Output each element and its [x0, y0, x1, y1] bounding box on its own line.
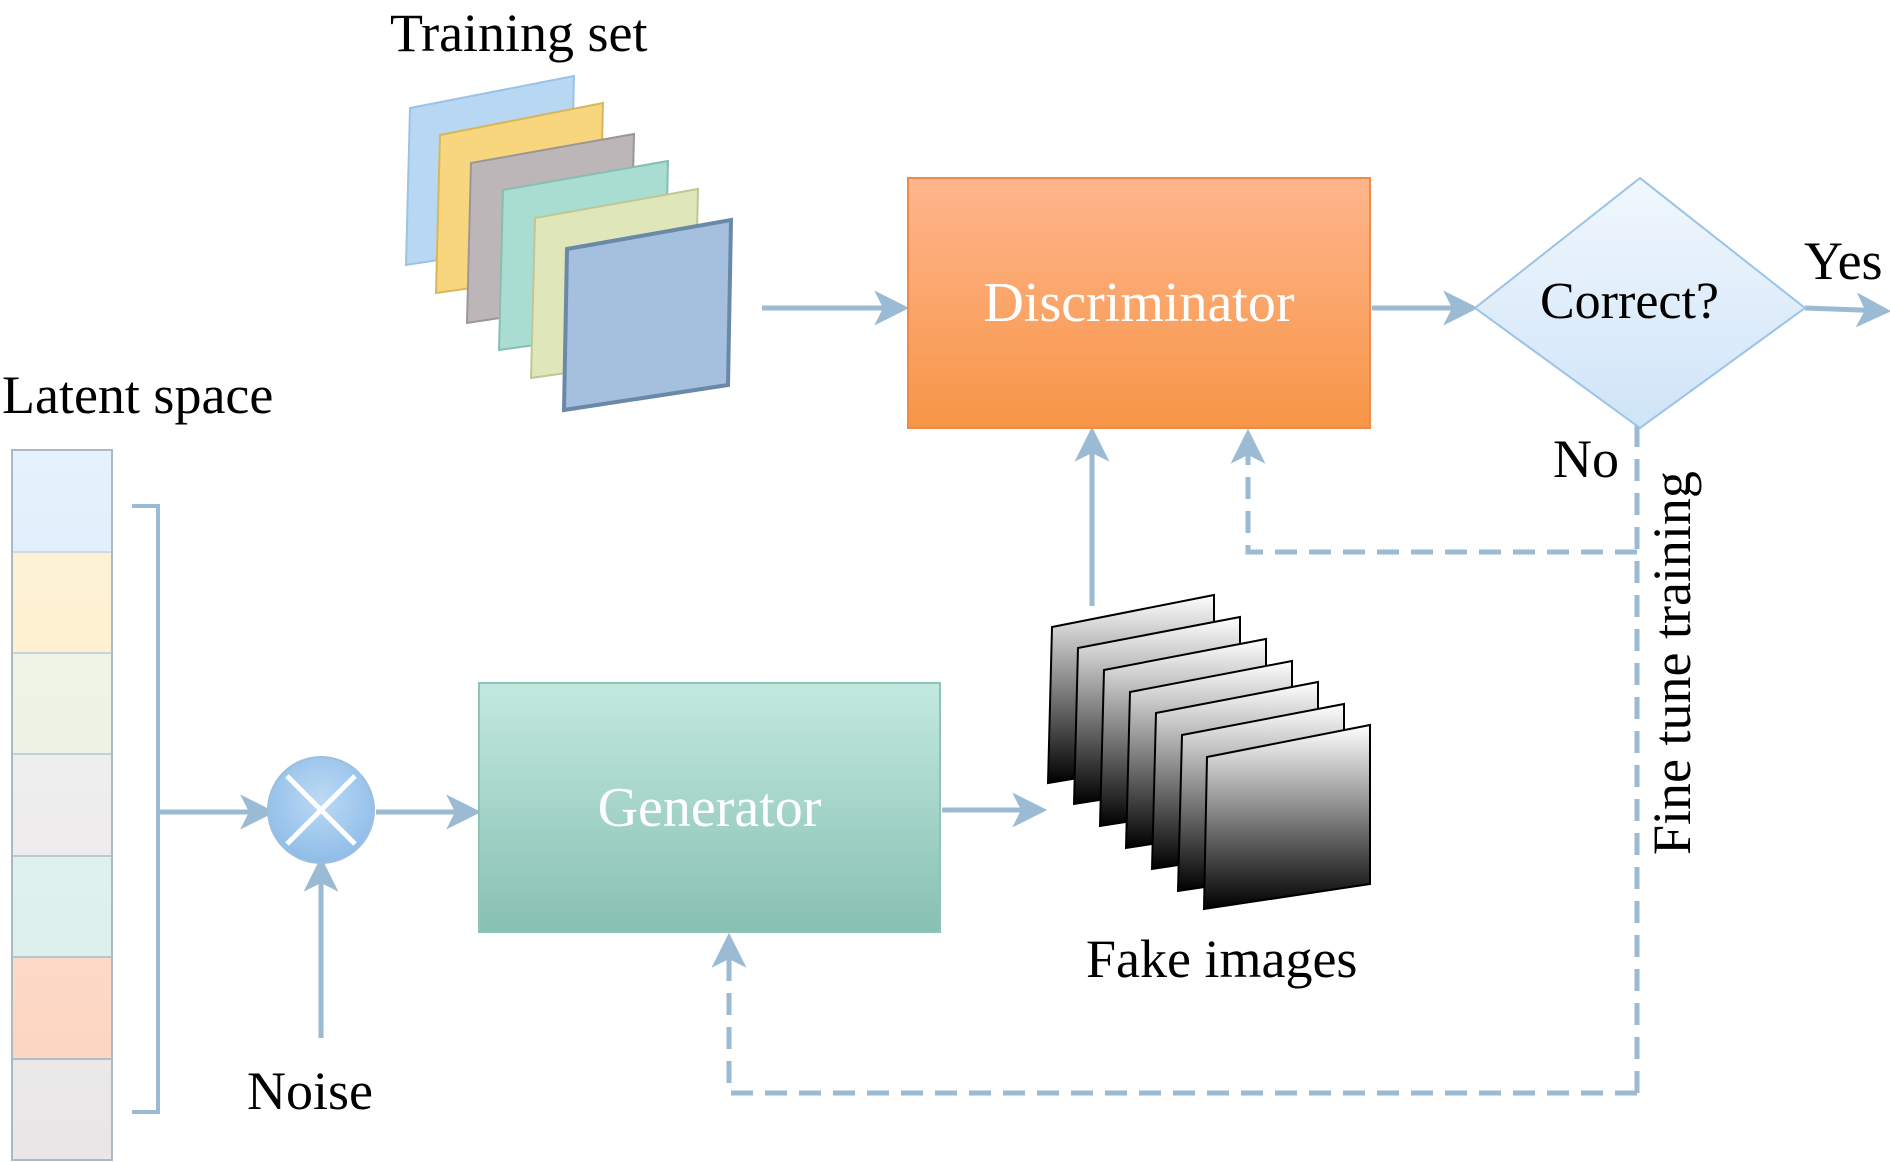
- no-label: No: [1553, 429, 1619, 489]
- training-sheet-6: [561, 217, 734, 413]
- yes-label: Yes: [1804, 231, 1883, 291]
- fake-sheet-7: [1202, 723, 1371, 911]
- generator-label: Generator: [597, 776, 822, 839]
- arrow-yes-output: [1804, 292, 1890, 328]
- feedback-to-discriminator: [1230, 428, 1637, 555]
- latent-space-column: [11, 449, 113, 1161]
- discriminator-label: Discriminator: [983, 272, 1295, 334]
- discriminator-box: Discriminator: [907, 177, 1371, 429]
- multiplier-cross-b: [285, 774, 357, 846]
- fake-images-stack: [1046, 593, 1371, 911]
- training-set-stack: [404, 74, 734, 413]
- generator-box: Generator: [478, 682, 941, 933]
- fine-tune-training-label: Fine tune training: [1642, 471, 1702, 855]
- latent-bracket: [132, 504, 160, 1114]
- decision-diamond: [1473, 176, 1807, 430]
- multiplier-node: [267, 756, 375, 864]
- decision-label: Correct?: [1540, 273, 1720, 330]
- solid-arrows: [158, 290, 1890, 1038]
- noise-label: Noise: [247, 1061, 373, 1121]
- latent-space-label: Latent space: [2, 365, 274, 425]
- latent-column-sheen: [13, 451, 111, 1159]
- fake-images-label: Fake images: [1086, 929, 1358, 989]
- training-set-label: Training set: [390, 3, 648, 63]
- feedback-dashed-paths: [711, 425, 1640, 1096]
